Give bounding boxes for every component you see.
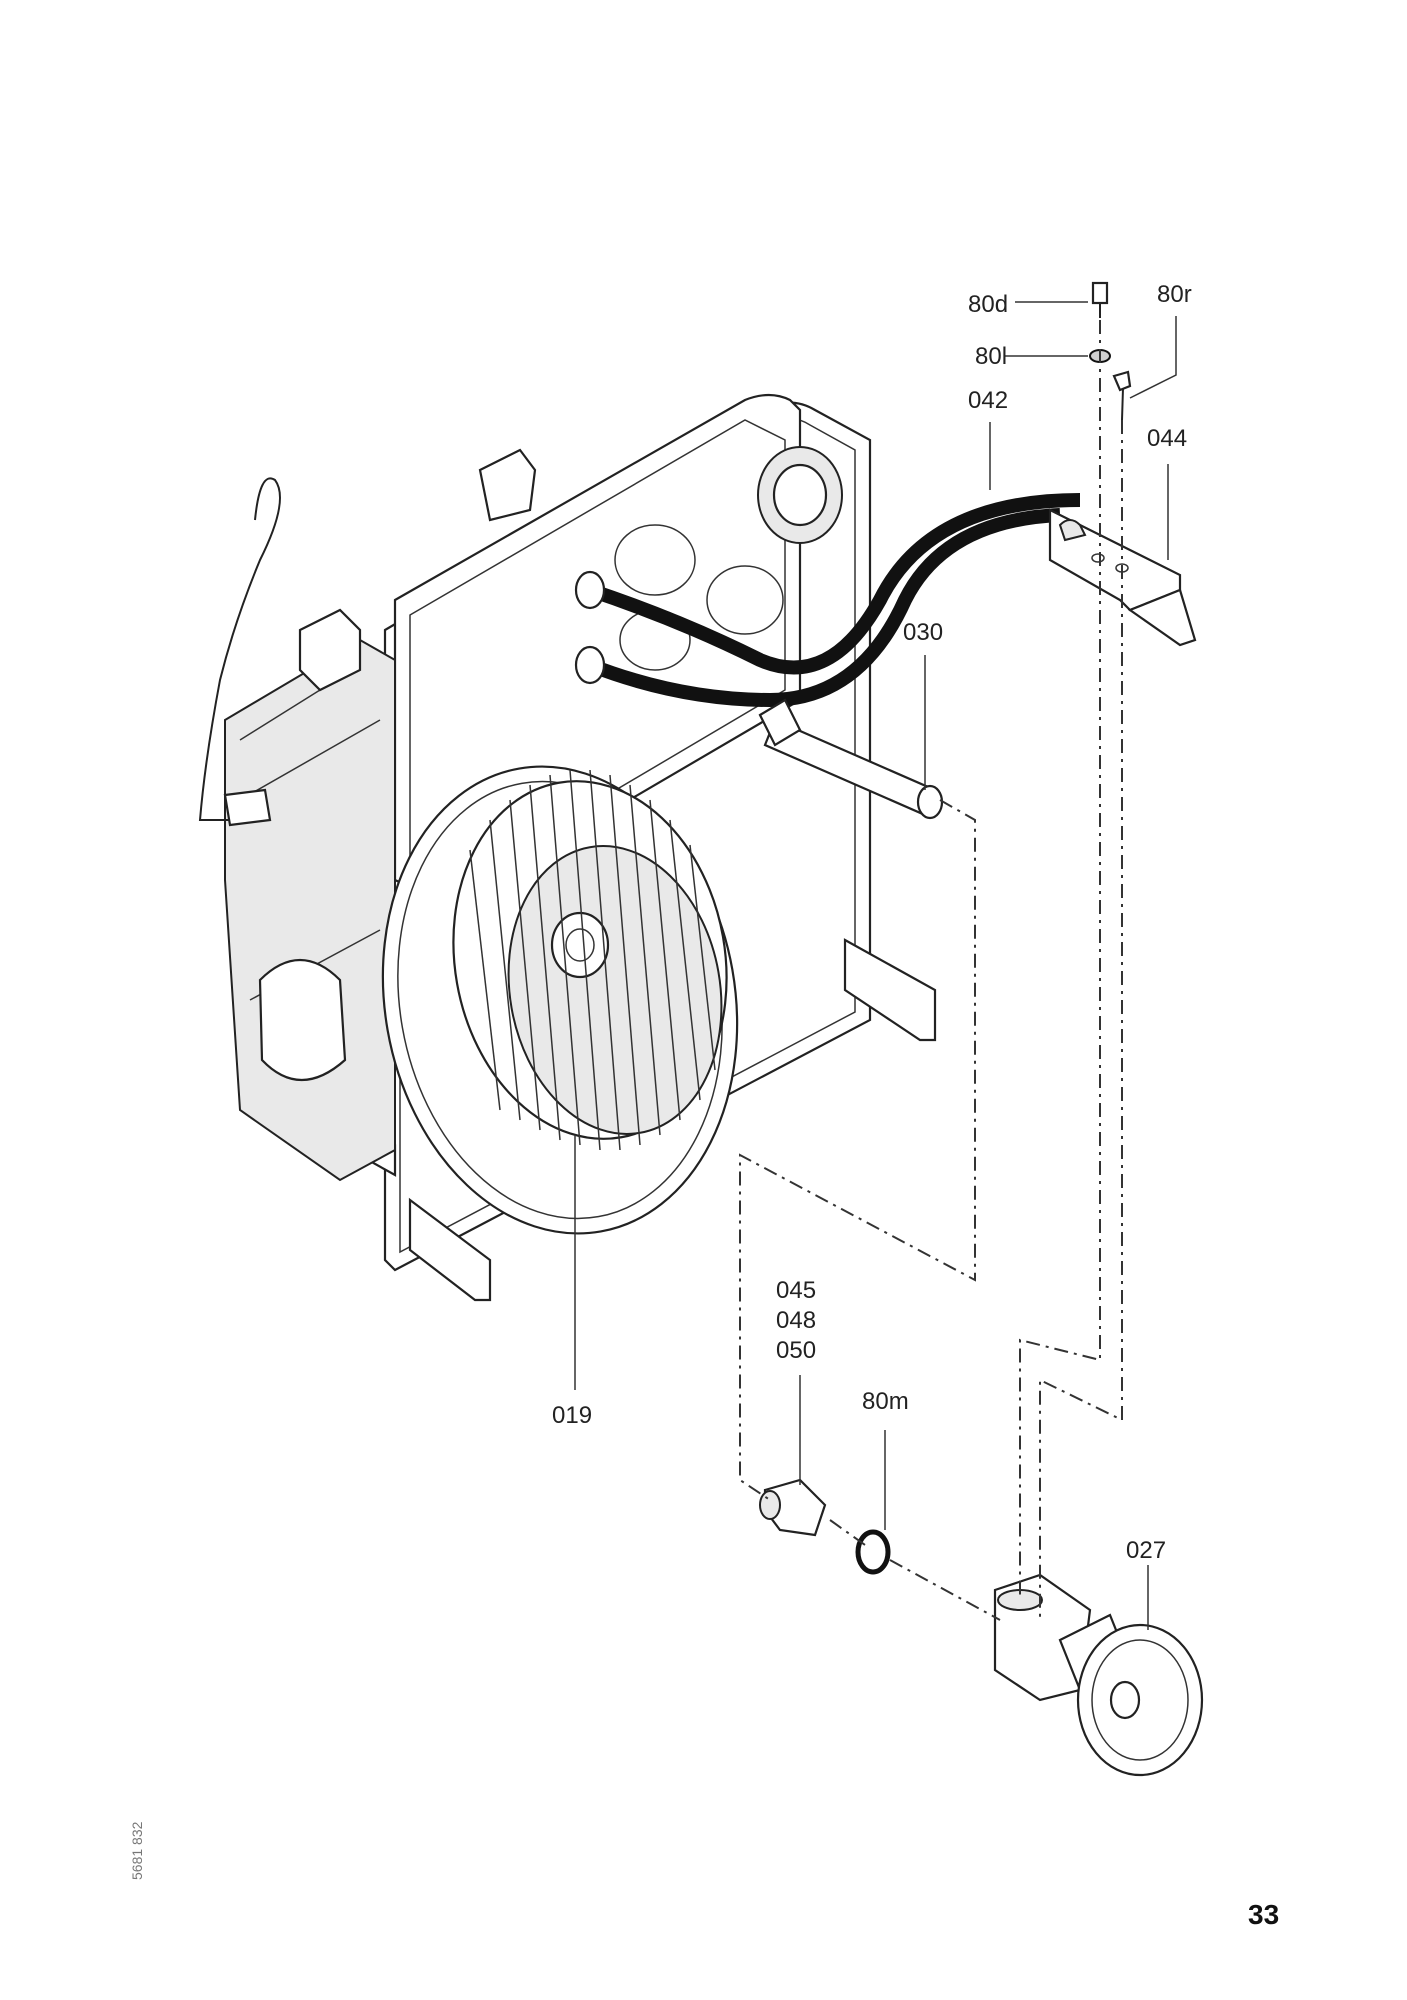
drawing-code: 5681 832 — [129, 1821, 145, 1880]
nozzle-holder — [993, 1573, 1204, 1777]
callout-80r: 80r — [1157, 281, 1192, 308]
callout-80l: 80l — [975, 343, 1007, 370]
callout-030: 030 — [903, 619, 943, 646]
fan-wheel — [381, 765, 739, 1235]
fixing-screws — [1089, 281, 1132, 421]
electrode-bracket — [1048, 508, 1197, 647]
callout-027: 027 — [1126, 1537, 1166, 1564]
ignition-rod — [758, 698, 944, 820]
assembly-lines — [739, 320, 1123, 1621]
callout-019: 019 — [552, 1402, 592, 1429]
o-ring — [855, 1529, 891, 1575]
callout-80d: 80d — [968, 291, 1008, 318]
callout-050: 050 — [776, 1337, 816, 1364]
page-number: 33 — [1248, 1899, 1279, 1930]
callout-045: 045 — [776, 1277, 816, 1304]
callout-80m: 80m — [862, 1388, 909, 1415]
leader-lines — [574, 301, 1177, 1630]
callout-048: 048 — [776, 1307, 816, 1334]
callout-044: 044 — [1147, 425, 1187, 452]
ignition-cables — [574, 493, 1081, 708]
nozzle — [759, 1478, 827, 1537]
callout-042: 042 — [968, 387, 1008, 414]
